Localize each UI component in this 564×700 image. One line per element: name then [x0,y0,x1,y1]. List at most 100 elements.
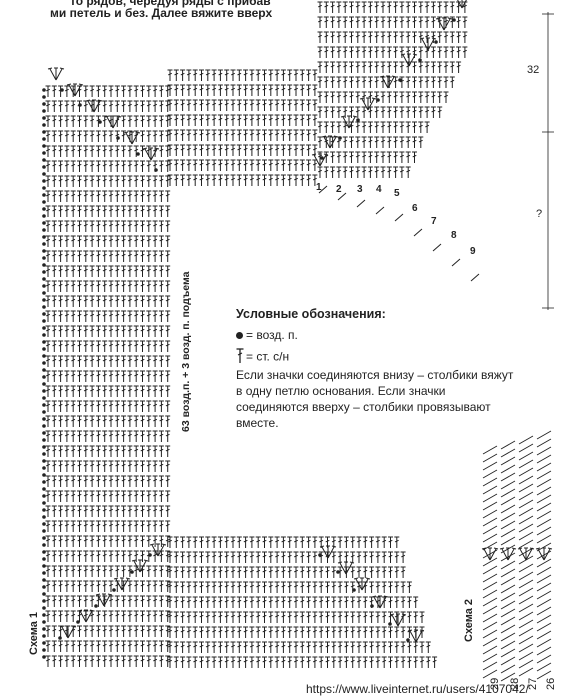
double-crochet-symbol [317,1,323,13]
double-crochet-symbol [456,61,462,73]
double-crochet-symbol [77,400,82,412]
double-crochet-symbol [45,190,51,202]
double-crochet-symbol [114,535,120,547]
chain-stitch-dot [42,249,46,253]
double-crochet-symbol [230,611,236,623]
double-crochet-symbol [64,265,70,277]
double-crochet-symbol [152,595,158,607]
double-crochet-symbol [287,596,293,608]
double-crochet-symbol [355,1,361,13]
double-crochet-symbol [133,160,139,172]
scheme-2-stitch [500,440,516,450]
double-crochet-symbol [70,100,76,112]
double-crochet-symbol [386,106,392,118]
double-crochet-symbol [287,551,293,563]
double-crochet-symbol [255,581,261,593]
double-crochet-symbol [158,190,164,202]
footer-url[interactable]: https://www.liveinternet.ru/users/410704… [306,682,529,696]
chain-stitch-dot [60,88,64,92]
double-crochet-symbol [211,566,217,578]
double-crochet-symbol [312,551,318,563]
double-crochet-symbol [386,1,392,13]
double-crochet-symbol [337,626,343,638]
double-crochet-symbol [133,520,139,532]
double-crochet-symbol [58,220,64,232]
double-crochet-symbol [45,115,51,127]
scheme-2-stitch [500,488,516,498]
double-crochet-symbol [64,415,70,427]
double-crochet-symbol [192,144,198,156]
double-crochet-symbol [381,611,387,623]
double-crochet-symbol [236,114,242,126]
double-crochet-symbol [262,174,267,186]
double-crochet-symbol [114,595,120,607]
double-crochet-symbol [394,536,400,548]
double-crochet-symbol [343,536,349,548]
double-crochet-symbol [121,205,127,217]
double-crochet-symbol [89,520,95,532]
double-crochet-symbol [114,220,120,232]
double-crochet-symbol [330,16,336,28]
double-crochet-symbol [58,550,64,562]
double-crochet-symbol [342,166,348,178]
double-crochet-symbol [306,551,312,563]
double-crochet-symbol [449,1,455,13]
double-crochet-symbol [58,235,64,247]
double-crochet-symbol [121,160,127,172]
double-crochet-symbol [140,160,145,172]
double-crochet-symbol [323,31,329,43]
scheme-2-stitch [500,608,516,618]
double-crochet-symbol [236,566,242,578]
double-crochet-symbol [152,400,158,412]
double-crochet-symbol [51,85,57,97]
double-crochet-symbol [205,114,211,126]
chain-stitch-dot [42,459,46,463]
double-crochet-symbol [255,611,261,623]
double-crochet-symbol [45,445,51,457]
double-crochet-symbol [375,566,381,578]
double-crochet-symbol [318,641,324,653]
double-crochet-symbol [192,581,198,593]
scheme-2-stitch [482,653,498,663]
double-crochet-symbol [375,611,381,623]
double-crochet-symbol [249,641,255,653]
double-crochet-symbol [280,581,286,593]
double-crochet-symbol [102,490,108,502]
double-crochet-symbol [121,325,127,337]
double-crochet-symbol [443,1,449,13]
double-crochet-symbol [114,625,120,637]
double-crochet-symbol [127,415,133,427]
double-crochet-symbol [77,535,82,547]
double-crochet-symbol [45,580,51,592]
double-crochet-symbol [299,626,305,638]
double-crochet-symbol [255,174,261,186]
chain-stitch-dot [376,98,380,102]
double-crochet-symbol [64,205,70,217]
chain-stitch-dot [42,431,46,435]
double-crochet-symbol [361,1,367,13]
double-crochet-symbol [211,641,217,653]
double-crochet-symbol [381,641,387,653]
double-crochet-symbol [95,235,101,247]
double-crochet-symbol [108,610,114,622]
double-crochet-symbol [173,99,179,111]
double-crochet-symbol [293,174,299,186]
double-crochet-symbol [121,625,127,637]
double-crochet-symbol [167,626,173,638]
double-crochet-symbol [280,536,286,548]
double-crochet-symbol [70,310,76,322]
double-crochet-symbol [405,106,411,118]
chain-stitch-dot [130,570,134,574]
double-crochet-symbol [158,235,164,247]
double-crochet-symbol [158,205,164,217]
double-crochet-symbol [205,159,211,171]
chain-stitch-dot [42,214,46,218]
double-crochet-symbol [406,581,412,593]
double-crochet-symbol [405,151,411,163]
scheme-2-stitch [518,507,534,517]
double-crochet-symbol [430,61,436,73]
double-crochet-symbol [165,280,171,292]
double-crochet-symbol [262,626,267,638]
scheme-2-stitch [482,645,498,655]
double-crochet-symbol [102,355,108,367]
